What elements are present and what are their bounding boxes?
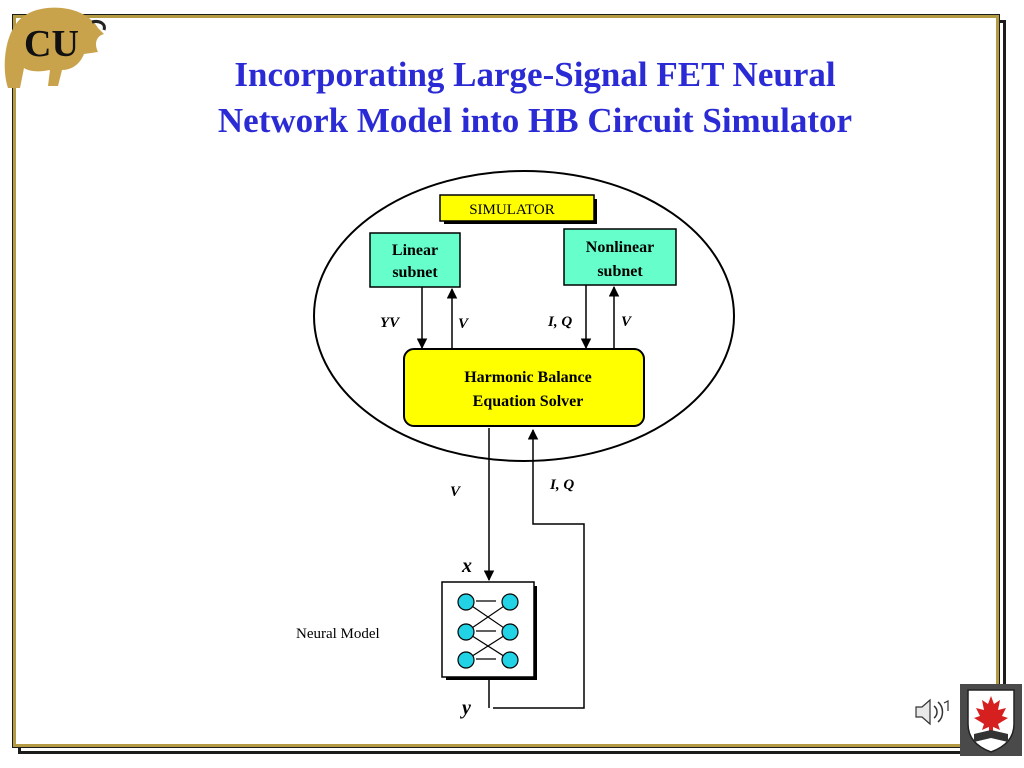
label-x: x [461, 555, 472, 577]
cu-buffalo-logo: CU [4, 7, 106, 88]
nonlinear-subnet-line1: Nonlinear [586, 239, 654, 256]
arrow-iq-up [493, 428, 585, 709]
title-line-2: Network Model into HB Circuit Simulator [217, 101, 853, 140]
neuron [457, 651, 475, 669]
label-y: y [460, 697, 471, 719]
label-v-right: V [621, 314, 633, 330]
linear-subnet-line2: subnet [392, 264, 438, 281]
hb-line1: Harmonic Balance [464, 369, 592, 386]
label-yv: YV [380, 315, 401, 331]
label-v-down: V [450, 484, 462, 500]
nonlinear-subnet-line2: subnet [597, 263, 643, 280]
neuron [457, 623, 475, 641]
hb-solver-box: Harmonic Balance Equation Solver [403, 348, 645, 427]
neuron [501, 623, 519, 641]
title-line-1: Incorporating Large-Signal FET Neural [234, 55, 836, 94]
neuron [501, 651, 519, 669]
cu-logo-text: CU [24, 23, 79, 65]
neuron [457, 593, 475, 611]
hb-line2: Equation Solver [473, 393, 584, 410]
linear-subnet-line1: Linear [392, 242, 438, 259]
simulator-label-box: SIMULATOR [439, 194, 597, 224]
label-iq-up: I, Q [549, 477, 574, 493]
speaker-icon[interactable] [912, 697, 952, 727]
slide-title: Incorporating Large-Signal FET Neural Ne… [120, 52, 950, 144]
neuron [501, 593, 519, 611]
nonlinear-subnet-box: Nonlinear subnet [563, 228, 677, 286]
simulator-label: SIMULATOR [469, 202, 555, 218]
neural-model-box [441, 581, 537, 680]
linear-subnet-box: Linear subnet [369, 232, 461, 288]
maple-leaf-shield-icon [960, 684, 1022, 756]
label-v-left: V [458, 316, 470, 332]
label-iq-top: I, Q [547, 314, 572, 330]
neural-model-label: Neural Model [296, 626, 380, 642]
